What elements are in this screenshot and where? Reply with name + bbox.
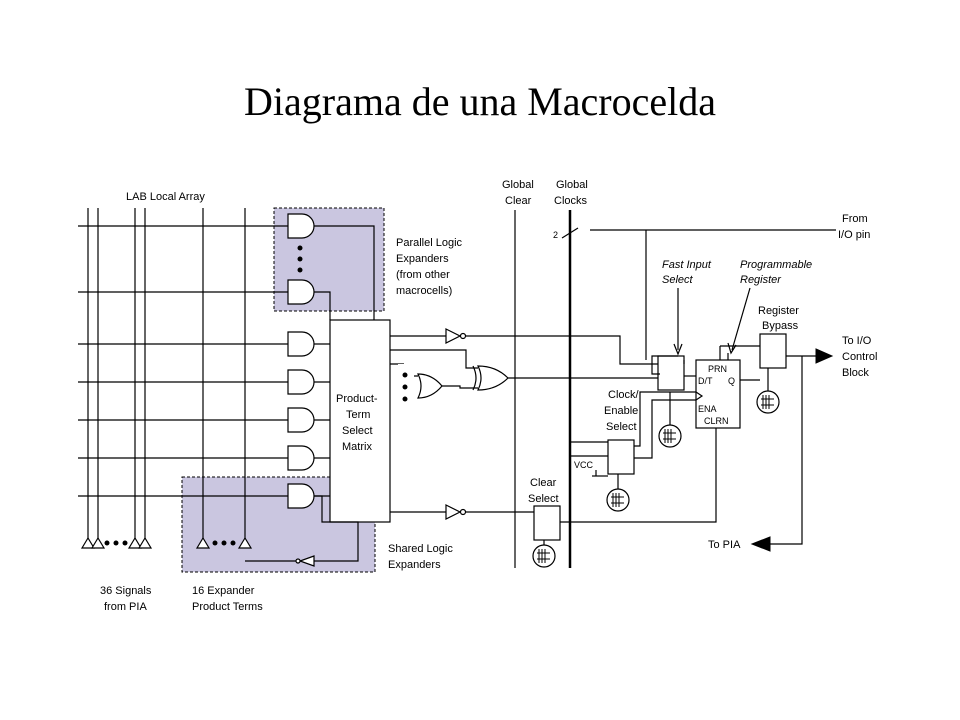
q-pin-label: Q bbox=[728, 376, 735, 386]
register-bypass-label-1: Register bbox=[758, 305, 799, 317]
product-term-lines bbox=[78, 225, 288, 497]
from-io-label-2: I/O pin bbox=[838, 229, 870, 241]
clear-select-label-1: Clear bbox=[530, 477, 557, 489]
fast-input-label-1: Fast Input bbox=[662, 259, 712, 271]
parallel-logic-label-4: macrocells) bbox=[396, 285, 452, 297]
matrix-label-2: Term bbox=[346, 409, 370, 421]
signals-from-pia-label-2: from PIA bbox=[104, 601, 147, 613]
fast-input-label-2: Select bbox=[662, 274, 694, 286]
shared-logic-label-2: Expanders bbox=[388, 559, 441, 571]
programmable-register-label-2: Register bbox=[740, 274, 782, 286]
shared-logic-label-1: Shared Logic bbox=[388, 543, 453, 555]
pia-input-buffers bbox=[80, 536, 253, 549]
clock-count-label: 2 bbox=[553, 230, 558, 240]
to-io-label-1: To I/O bbox=[842, 335, 872, 347]
programmable-register-label-1: Programmable bbox=[740, 259, 812, 271]
product-term-select-matrix bbox=[329, 319, 391, 523]
to-pia-label: To PIA bbox=[708, 539, 741, 551]
programmable-register bbox=[695, 359, 741, 429]
parallel-logic-label-1: Parallel Logic bbox=[396, 237, 463, 249]
lab-local-array-lines bbox=[87, 208, 246, 545]
parallel-logic-label-3: (from other bbox=[396, 269, 450, 281]
global-clocks-label-2: Clocks bbox=[554, 195, 588, 207]
global-clear-label-1: Global bbox=[502, 179, 534, 191]
prn-pin-label: PRN bbox=[708, 364, 727, 374]
clock-enable-label-2: Enable bbox=[604, 405, 638, 417]
expander-terms-label-2: Product Terms bbox=[192, 601, 263, 613]
lab-local-array-label: LAB Local Array bbox=[126, 191, 205, 203]
parallel-logic-label-2: Expanders bbox=[396, 253, 449, 265]
vcc-label: VCC bbox=[574, 460, 594, 470]
clrn-pin-label: CLRN bbox=[704, 416, 729, 426]
dt-pin-label: D/T bbox=[698, 376, 713, 386]
to-io-label-3: Block bbox=[842, 367, 869, 379]
signals-from-pia-label-1: 36 Signals bbox=[100, 585, 152, 597]
global-clocks-label-1: Global bbox=[556, 179, 588, 191]
clock-enable-label-3: Select bbox=[606, 421, 637, 433]
page-title: Diagrama de una Macrocelda bbox=[244, 79, 716, 124]
clear-select-label-2: Select bbox=[528, 493, 559, 505]
to-io-label-2: Control bbox=[842, 351, 877, 363]
register-bypass-label-2: Bypass bbox=[762, 320, 799, 332]
ena-pin-label: ENA bbox=[698, 404, 717, 414]
global-clear-label-2: Clear bbox=[505, 195, 532, 207]
matrix-label-4: Matrix bbox=[342, 441, 372, 453]
from-io-label-1: From bbox=[842, 213, 868, 225]
clock-enable-label-1: Clock/ bbox=[608, 389, 640, 401]
matrix-label-3: Select bbox=[342, 425, 373, 437]
expander-terms-label-1: 16 Expander bbox=[192, 585, 255, 597]
matrix-label-1: Product- bbox=[336, 393, 378, 405]
